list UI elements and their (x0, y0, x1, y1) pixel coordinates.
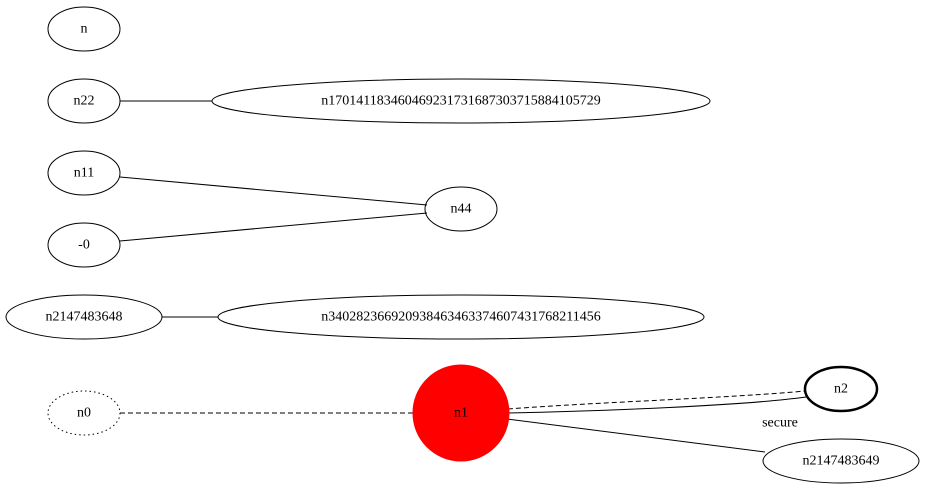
edge-label-secure: secure (762, 416, 798, 431)
edge-n11-n44 (119, 176, 428, 206)
node-label-neg0: -0 (78, 238, 90, 253)
node-n[interactable] (47, 6, 121, 52)
node-label-n170: n170141183460469231731687303715884105729 (321, 94, 600, 109)
node-n2147483648[interactable] (5, 294, 163, 340)
node-n44[interactable] (424, 186, 498, 232)
node-n22[interactable] (47, 78, 121, 124)
edge-n1-n2-secure (507, 396, 807, 414)
node-label-n2147483648: n2147483648 (46, 310, 123, 325)
node-label-n: n (81, 22, 88, 37)
node-n2[interactable] (803, 365, 879, 413)
node-neg0[interactable] (47, 222, 121, 268)
edge-neg0-n44 (119, 212, 428, 242)
node-label-n1: n1 (454, 406, 468, 421)
node-label-n340: n340282366920938463463374607431768211456 (321, 310, 600, 325)
node-label-n2147483649: n2147483649 (803, 454, 880, 469)
node-n11[interactable] (47, 150, 121, 196)
node-n170[interactable] (211, 78, 711, 124)
node-n340[interactable] (217, 294, 705, 340)
edge-n1-n2-dashed (507, 390, 806, 410)
node-label-n44: n44 (451, 202, 472, 217)
node-n0[interactable] (47, 390, 121, 436)
node-label-n0: n0 (77, 406, 91, 421)
node-label-n22: n22 (74, 94, 95, 109)
node-label-n2: n2 (834, 382, 848, 397)
edge-n1-n2147483649 (506, 418, 766, 453)
node-n2147483649[interactable] (762, 438, 920, 484)
node-label-n11: n11 (74, 166, 94, 181)
node-n1[interactable] (412, 364, 510, 462)
